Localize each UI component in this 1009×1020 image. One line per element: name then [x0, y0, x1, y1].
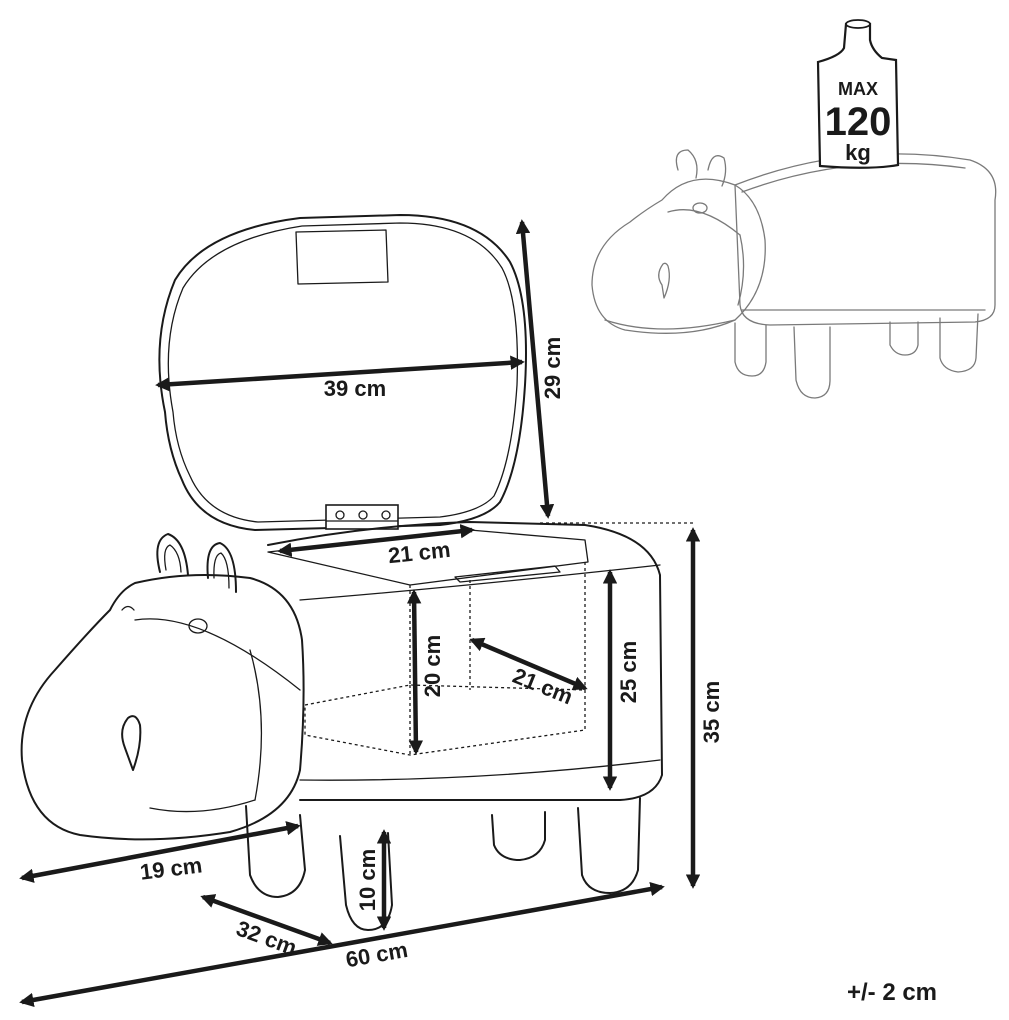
max-load-value: 120 [825, 100, 892, 144]
lid-height-dimension-line [515, 219, 555, 519]
body-height-label: 25 cm [616, 641, 641, 703]
storage-width-dimension-line [277, 524, 475, 557]
lid-width-label: 39 cm [324, 376, 386, 401]
storage-height-label: 20 cm [420, 635, 445, 697]
storage-width-label: 21 cm [387, 537, 452, 568]
head-length-dimension-line [19, 821, 301, 883]
lid-width-dimension-line [155, 355, 525, 392]
max-load-unit: kg [845, 140, 871, 165]
total-height-label: 35 cm [699, 681, 724, 743]
dimension-lines [19, 219, 701, 1008]
storage-height-dimension-line [406, 589, 424, 755]
tolerance-note: +/- 2 cm [847, 979, 937, 1006]
max-load-weight-icon: MAX 120 kg [816, 19, 900, 169]
storage-depth-dimension-line [469, 637, 588, 691]
leg-height-label: 10 cm [355, 849, 380, 911]
main-ottoman-illustration [20, 214, 663, 931]
dimension-labels: 39 cm 29 cm 21 cm 21 cm 20 cm 25 cm 35 c… [139, 337, 937, 1006]
max-load-label: MAX [838, 79, 878, 99]
length-dimension-line [19, 881, 665, 1008]
lid-height-label: 29 cm [540, 337, 565, 399]
preview-ottoman-illustration [591, 149, 997, 399]
head-length-label: 19 cm [139, 852, 204, 884]
